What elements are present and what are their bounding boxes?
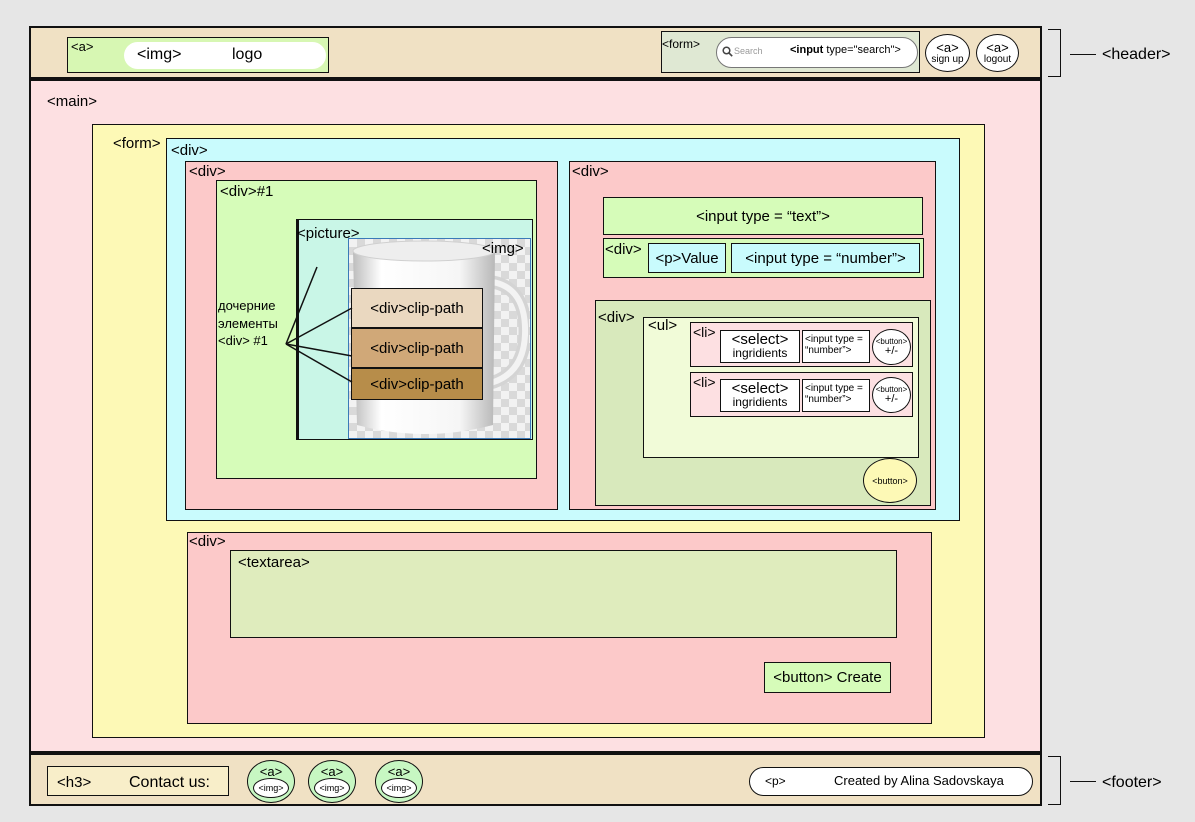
create-button[interactable]: <button> Create	[764, 662, 891, 693]
contact-heading	[47, 766, 229, 796]
search-icon	[722, 46, 733, 57]
ul-tag: <ul>	[648, 317, 678, 334]
footer-link[interactable]: <a> <img>	[375, 760, 423, 803]
ingredient-select[interactable]: <select> ingridients	[720, 330, 800, 363]
textarea-tag: <textarea>	[238, 554, 310, 571]
footer-img-tag: <img>	[386, 783, 412, 793]
logout-tag: <a>	[986, 40, 1009, 55]
create-button-label: <button> Create	[773, 669, 882, 686]
li-tag: <li>	[693, 324, 716, 340]
logo-text: logo	[232, 46, 263, 63]
clip-path-1: <div>clip-path	[351, 288, 483, 328]
ingredient-quantity-input[interactable]: <input type = “number”>	[802, 379, 870, 412]
qty-label-b: “number”>	[805, 393, 852, 405]
right-div-tag: <div>	[572, 163, 609, 180]
select-tag: <select>	[731, 331, 789, 349]
div-1-tag: <div>#1	[220, 183, 274, 200]
clip-path-3: <div>clip-path	[351, 368, 483, 400]
ingredient-select[interactable]: <select> ingridients	[720, 379, 800, 412]
h3-tag: <h3>	[57, 774, 92, 791]
qty-label-a: <input type =	[805, 334, 863, 345]
footer-img-tag: <img>	[319, 783, 345, 793]
description-textarea[interactable]	[230, 550, 897, 638]
search-input-label: <input type="search">	[790, 45, 901, 56]
pm-btn-tag: <button>	[875, 336, 908, 346]
footer-link-img: <img>	[381, 778, 417, 798]
add-ingredient-button-label: <button>	[872, 475, 908, 486]
p-value-label: <p>Value	[655, 249, 719, 267]
number-input-label: <input type = “number”>	[745, 249, 906, 267]
text-input[interactable]: <input type = “text”>	[603, 197, 923, 235]
signup-link[interactable]: <a> sign up	[925, 34, 970, 72]
pm-btn-text: +/-	[884, 344, 899, 357]
footer-link[interactable]: <a> <img>	[308, 760, 356, 803]
footer-bracket	[1048, 756, 1061, 805]
search-input-rest: type="search">	[823, 44, 901, 56]
add-ingredient-button[interactable]: <button>	[863, 458, 917, 503]
clip-path-1-label: <div>clip-path	[370, 299, 464, 317]
plus-minus-button[interactable]: <button> +/-	[872, 329, 911, 365]
value-div-tag: <div>	[605, 241, 642, 258]
footer-link-img: <img>	[253, 778, 289, 798]
clip-path-3-label: <div>clip-path	[370, 375, 464, 393]
number-input[interactable]: <input type = “number”>	[731, 243, 920, 273]
text-input-label: <input type = “text”>	[696, 207, 830, 225]
credit-text: Created by Alina Sadovskaya	[834, 773, 1004, 788]
connector-lines	[285, 266, 353, 383]
select-sub: ingridients	[732, 346, 788, 361]
footer-link-img: <img>	[314, 778, 350, 798]
header-bracket-tick	[1070, 54, 1096, 55]
logout-text: logout	[983, 54, 1012, 65]
pm-btn-text: +/-	[884, 392, 899, 405]
p-tag: <p>	[765, 774, 786, 788]
clip-path-2-label: <div>clip-path	[370, 339, 464, 357]
outer-div-tag: <div>	[171, 142, 208, 159]
left-div-tag: <div>	[189, 163, 226, 180]
logout-link[interactable]: <a> logout	[976, 34, 1019, 72]
clip-path-2: <div>clip-path	[351, 328, 483, 368]
select-sub: ingridients	[732, 395, 788, 410]
header-bracket	[1048, 29, 1061, 77]
select-tag: <select>	[731, 380, 789, 398]
logo-img-tag: <img>	[137, 46, 182, 63]
footer-bracket-tick	[1070, 781, 1096, 782]
plus-minus-button[interactable]: <button> +/-	[872, 377, 911, 413]
qty-label-a: <input type =	[805, 383, 863, 394]
search-form-tag: <form>	[662, 37, 701, 51]
credit-paragraph	[749, 767, 1033, 796]
search-input-bold: <input	[790, 44, 824, 56]
signup-tag: <a>	[936, 40, 959, 55]
pm-btn-tag: <button>	[875, 384, 908, 394]
picture-tag: <picture>	[297, 225, 360, 242]
main-tag: <main>	[47, 93, 98, 110]
footer-link-tag: <a>	[387, 764, 411, 779]
footer-link-tag: <a>	[259, 764, 283, 779]
search-input[interactable]	[716, 37, 918, 68]
p-value: <p>Value	[648, 243, 726, 273]
ingredients-div-tag: <div>	[598, 309, 635, 326]
footer-img-tag: <img>	[258, 783, 284, 793]
signup-text: sign up	[931, 54, 964, 65]
footer-link-tag: <a>	[320, 764, 344, 779]
li-tag: <li>	[693, 374, 716, 390]
img-tag: <img>	[482, 240, 524, 257]
logo-image	[124, 42, 326, 69]
ingredient-quantity-input[interactable]: <input type = “number”>	[802, 330, 870, 363]
header-side-label: <header>	[1102, 46, 1171, 63]
contact-text: Contact us:	[129, 774, 210, 791]
bottom-div-tag: <div>	[189, 533, 226, 550]
logo-link-tag: <a>	[71, 39, 94, 54]
main-form-tag: <form>	[113, 135, 161, 152]
footer-side-label: <footer>	[1102, 774, 1162, 791]
qty-label-b: “number”>	[805, 344, 852, 356]
children-note: дочерние элементы <div> #1	[218, 298, 278, 349]
footer-link[interactable]: <a> <img>	[247, 760, 295, 803]
search-placeholder: Search	[734, 46, 763, 56]
